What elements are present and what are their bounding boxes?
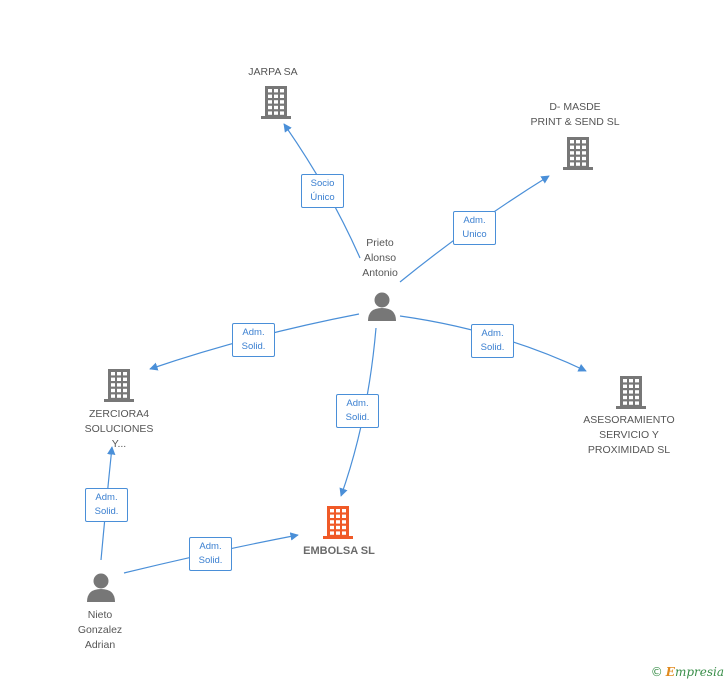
building-icon-jarpa[interactable] xyxy=(261,86,291,119)
person-icon-prieto[interactable] xyxy=(368,292,396,322)
building-icon-asesoramiento[interactable] xyxy=(616,376,646,409)
building-icon-embolsa[interactable] xyxy=(323,506,353,539)
edge-label-prieto-asesoramiento[interactable]: Adm. Solid. xyxy=(471,324,514,358)
node-label-nieto[interactable]: Nieto Gonzalez Adrian xyxy=(77,609,123,651)
edge-label-nieto-embolsa[interactable]: Adm. Solid. xyxy=(189,537,232,571)
node-label-dmasde[interactable]: D- MASDE PRINT & SEND SL xyxy=(530,101,620,128)
person-icon-nieto[interactable] xyxy=(87,573,115,603)
edge-label-prieto-embolsa[interactable]: Adm. Solid. xyxy=(336,394,379,428)
edge-label-prieto-dmasde[interactable]: Adm. Unico xyxy=(453,211,496,245)
copyright-icon: © xyxy=(650,665,663,679)
edge-label-prieto-jarpa[interactable]: Socio Único xyxy=(301,174,344,208)
node-label-zerciora[interactable]: ZERCIORA4 SOLUCIONES Y... xyxy=(84,408,154,450)
brand-name: mpresia xyxy=(674,665,724,679)
building-icon-zerciora[interactable] xyxy=(104,369,134,402)
building-icon-dmasde[interactable] xyxy=(563,137,593,170)
edge-label-prieto-zerciora[interactable]: Adm. Solid. xyxy=(232,323,275,357)
node-label-embolsa[interactable]: EMBOLSA SL xyxy=(303,545,375,557)
empresia-credit[interactable]: ©Empresia xyxy=(651,665,724,679)
brand-initial: E xyxy=(665,665,675,679)
node-label-prieto[interactable]: Prieto Alonso Antonio xyxy=(362,237,398,279)
node-label-asesoramiento[interactable]: ASESORAMIENTO SERVICIO Y PROXIMIDAD SL xyxy=(583,414,675,456)
node-label-jarpa[interactable]: JARPA SA xyxy=(248,66,298,78)
edge-label-nieto-zerciora[interactable]: Adm. Solid. xyxy=(85,488,128,522)
